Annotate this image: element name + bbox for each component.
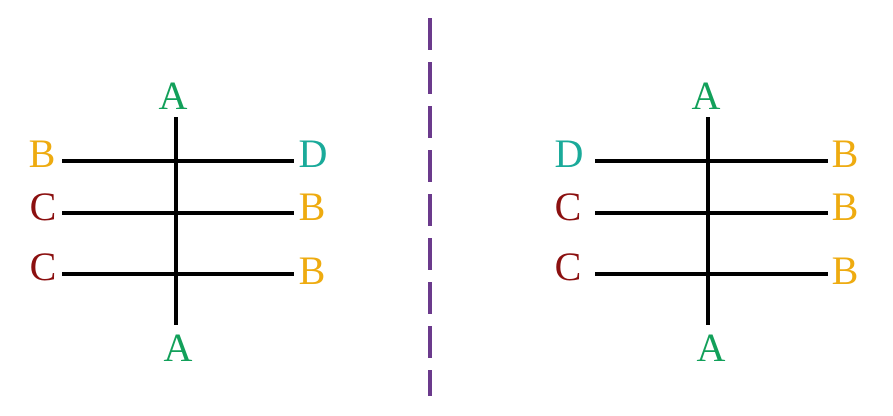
right-horizontal-bond-2	[595, 211, 828, 215]
right-row1-right-label: B	[831, 131, 859, 176]
mirror-plane-divider	[428, 18, 432, 396]
right-row1-left-label: D	[554, 131, 584, 176]
left-row3-right-label: B	[298, 248, 326, 293]
left-row3-left-label: C	[29, 244, 57, 289]
left-horizontal-bond-3	[62, 272, 294, 276]
right-top-label: A	[691, 73, 721, 118]
left-row2-right-label: B	[298, 184, 326, 229]
left-row2-left-label: C	[29, 184, 57, 229]
left-vertical-bond	[174, 117, 178, 325]
left-row1-left-label: B	[28, 131, 56, 176]
right-horizontal-bond-1	[595, 159, 828, 163]
left-top-label: A	[158, 73, 188, 118]
left-horizontal-bond-1	[62, 159, 294, 163]
right-row2-left-label: C	[554, 184, 582, 229]
right-row3-left-label: C	[554, 244, 582, 289]
right-row3-right-label: B	[831, 248, 859, 293]
left-bottom-label: A	[163, 325, 193, 370]
right-vertical-bond	[706, 117, 710, 325]
left-row1-right-label: D	[298, 131, 328, 176]
right-row2-right-label: B	[831, 184, 859, 229]
right-bottom-label: A	[696, 325, 726, 370]
left-horizontal-bond-2	[62, 211, 294, 215]
right-horizontal-bond-3	[595, 272, 828, 276]
